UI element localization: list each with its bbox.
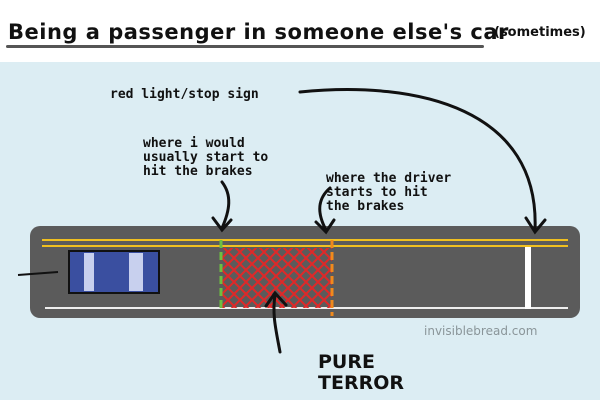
terror-line-2: TERROR	[318, 372, 404, 394]
comic-title: Being a passenger in someone else's car	[8, 20, 509, 44]
driver-brake-label: where the driver starts to hit the brake…	[326, 171, 452, 214]
terror-line-1: PURE	[318, 351, 375, 373]
arrow-my-brake-icon	[211, 180, 233, 233]
car-motion-line	[17, 271, 59, 276]
stop-line	[525, 247, 531, 309]
site-credit: invisiblebread.com	[424, 324, 538, 338]
arrow-driver-brake-icon	[314, 186, 336, 235]
car	[68, 250, 160, 294]
stop-sign-label: red light/stop sign	[110, 87, 259, 102]
pure-terror-label: PURE TERROR	[318, 352, 404, 394]
terror-zone	[222, 248, 332, 308]
arrow-stop-icon	[298, 88, 547, 235]
my-brake-label: where i would usually start to hit the b…	[143, 136, 269, 179]
arrows	[211, 88, 547, 354]
title-underline	[6, 45, 484, 48]
arrow-terror-icon	[264, 290, 288, 354]
comic-subtitle: (sometimes)	[494, 25, 586, 40]
